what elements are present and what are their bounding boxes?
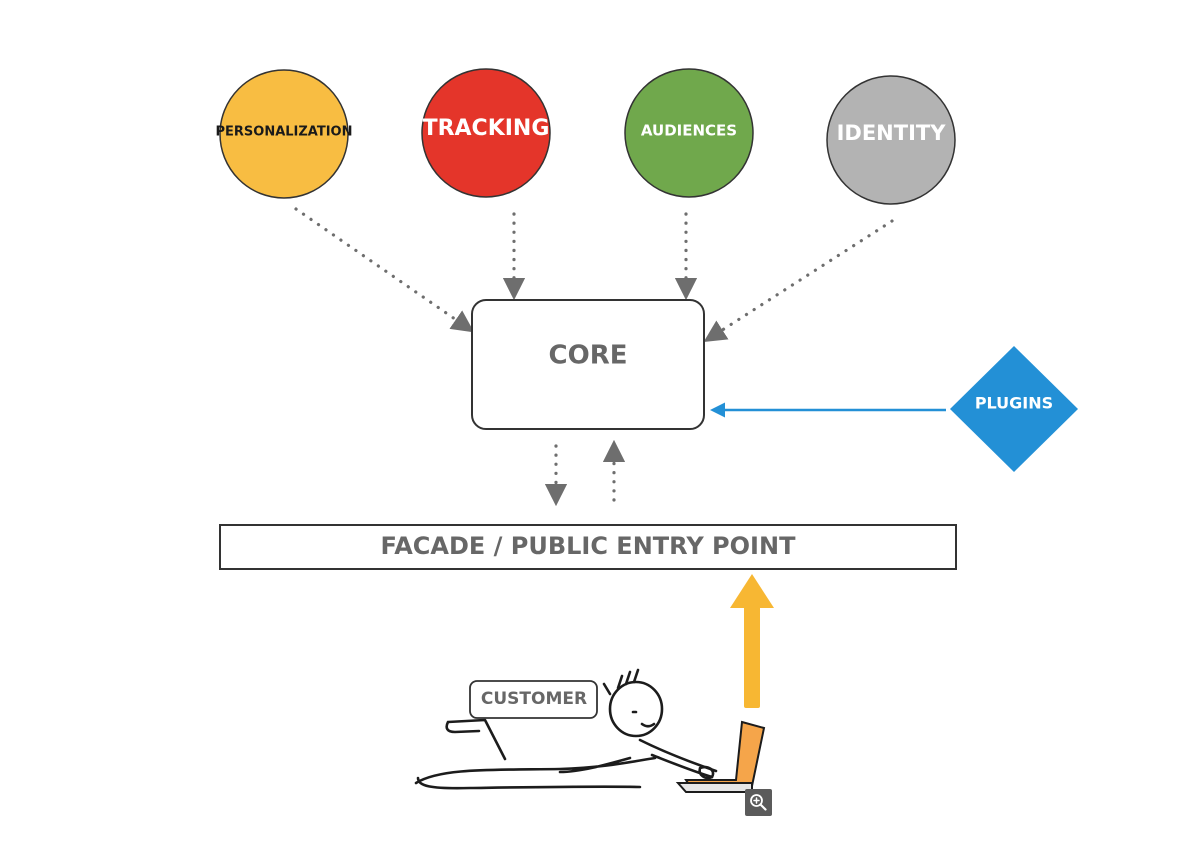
module-audiences-label: AUDIENCES xyxy=(641,122,737,140)
customer-face xyxy=(631,710,656,728)
module-identity-label: IDENTITY xyxy=(837,121,947,145)
customer-arrow-head xyxy=(730,574,774,608)
plugins-node: PLUGINS xyxy=(950,346,1078,472)
customer-hand xyxy=(698,765,715,780)
customer-label: CUSTOMER xyxy=(481,689,587,709)
customer-laptop xyxy=(684,720,766,787)
module-identity: IDENTITY xyxy=(826,75,956,205)
zoom-in-icon xyxy=(750,794,767,811)
module-tracking-label: TRACKING xyxy=(423,116,550,141)
facade-bar: FACADE / PUBLIC ENTRY POINT xyxy=(219,524,957,570)
customer-body xyxy=(414,718,718,790)
customer-figure: CUSTOMER xyxy=(414,668,766,793)
customer-tag: CUSTOMER xyxy=(469,680,598,719)
module-personalization: PERSONALIZATION xyxy=(215,69,353,199)
plugins-label: PLUGINS xyxy=(975,394,1053,413)
facade-bar-frame xyxy=(219,524,957,570)
connector-identity-core xyxy=(703,219,894,343)
module-audiences: AUDIENCES xyxy=(624,68,754,198)
module-audiences-circle xyxy=(624,68,754,198)
module-personalization-circle xyxy=(219,69,349,199)
plugins-diamond xyxy=(950,346,1078,472)
module-identity-circle xyxy=(826,75,956,205)
core-box-frame xyxy=(471,299,705,430)
customer-hair xyxy=(602,668,640,696)
customer-laptop-base xyxy=(675,782,753,793)
module-personalization-label: PERSONALIZATION xyxy=(215,125,352,140)
customer-arrow-shaft xyxy=(744,604,760,708)
module-tracking: TRACKING xyxy=(421,68,551,198)
connector-personalization-core xyxy=(294,207,475,333)
core-label: CORE xyxy=(549,341,628,371)
customer-tag-frame xyxy=(469,680,598,719)
customer-head xyxy=(608,680,664,738)
zoom-in-button[interactable] xyxy=(745,789,772,816)
customer-arrow xyxy=(730,574,774,708)
core-box: CORE xyxy=(471,299,705,430)
facade-label: FACADE / PUBLIC ENTRY POINT xyxy=(381,532,797,560)
module-tracking-circle xyxy=(421,68,551,198)
